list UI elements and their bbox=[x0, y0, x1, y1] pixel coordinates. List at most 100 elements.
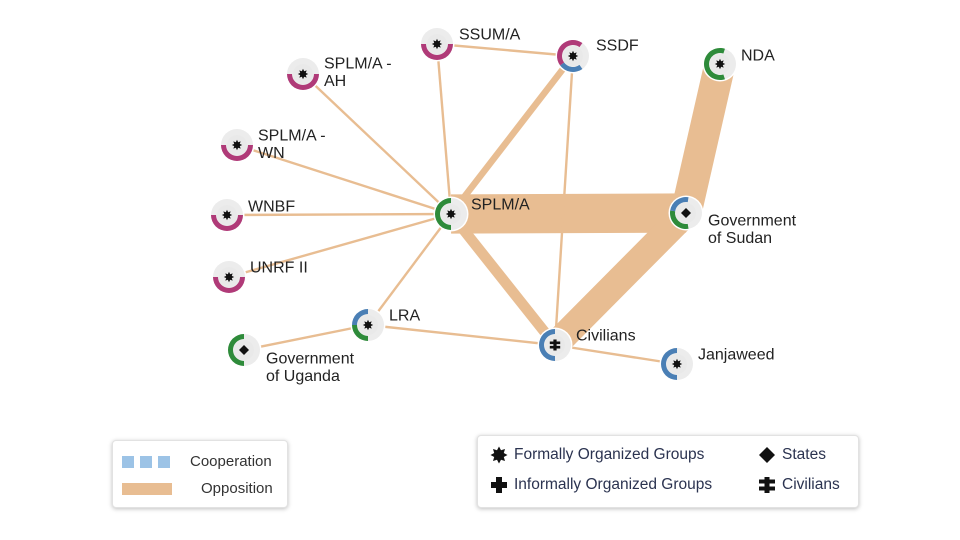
edge-government-of-sudan-civilians bbox=[545, 203, 696, 355]
informal-groups-label: Informally Organized Groups bbox=[514, 476, 713, 493]
node-label-line: SPLM/A - bbox=[258, 128, 326, 145]
node-nda[interactable]: NDA bbox=[702, 46, 776, 82]
legend-opposition: Opposition bbox=[122, 480, 273, 497]
node-label: SSDF bbox=[596, 38, 639, 55]
edge-splm-a-splm-a-wn bbox=[236, 143, 452, 216]
node-segment-green bbox=[704, 48, 725, 81]
node-label-line: of Sudan bbox=[708, 230, 772, 247]
node-segment-blue bbox=[670, 197, 689, 212]
edge-splm-a-unrf-ii bbox=[228, 212, 452, 279]
node-ssum-a[interactable]: SSUM/A bbox=[419, 26, 521, 62]
node-splm-a-wn[interactable]: SPLM/A -WN bbox=[219, 127, 326, 163]
node-segment-magenta bbox=[213, 277, 245, 293]
states-label: States bbox=[782, 446, 826, 463]
node-label-line: UNRF II bbox=[250, 260, 308, 277]
node-segment-blue bbox=[560, 62, 583, 72]
actor-type-legend: Formally Organized Groups Informally Org… bbox=[477, 435, 859, 508]
civilians-icon bbox=[549, 339, 561, 351]
node-segment-blue bbox=[539, 329, 555, 361]
node-label-line: Janjaweed bbox=[698, 347, 775, 364]
star-icon bbox=[714, 58, 726, 70]
node-segment-magenta bbox=[287, 74, 319, 90]
star-icon bbox=[567, 50, 579, 62]
node-segment-magenta bbox=[221, 145, 253, 161]
edge-splm-a-ssum-a bbox=[435, 43, 453, 215]
star-icon bbox=[445, 208, 457, 220]
node-label-line: LRA bbox=[389, 308, 420, 325]
edge-ssdf-civilians bbox=[553, 55, 575, 346]
opposition-swatch bbox=[122, 482, 172, 495]
node-label-line: WN bbox=[258, 145, 285, 162]
star-icon bbox=[490, 446, 508, 464]
node-label: Janjaweed bbox=[698, 347, 775, 364]
formal-groups-label: Formally Organized Groups bbox=[514, 446, 705, 463]
node-label: SPLM/A -WN bbox=[258, 128, 326, 163]
node-segment-green bbox=[228, 334, 244, 366]
edge-civilians-janjaweed bbox=[554, 343, 678, 366]
node-label: UNRF II bbox=[250, 260, 308, 277]
node-ssdf[interactable]: SSDF bbox=[555, 38, 639, 74]
node-label-line: SSUM/A bbox=[459, 27, 521, 44]
node-label: SPLM/A bbox=[471, 197, 530, 214]
node-label-line: SSDF bbox=[596, 38, 639, 55]
node-label: LRA bbox=[389, 308, 420, 325]
node-label: SPLM/A -AH bbox=[324, 56, 392, 91]
node-label-line: SPLM/A - bbox=[324, 56, 392, 73]
node-label: Civilians bbox=[576, 328, 636, 345]
edge-splm-a-government-of-sudan bbox=[450, 193, 687, 234]
star-icon bbox=[221, 209, 233, 221]
node-wnbf[interactable]: WNBF bbox=[209, 197, 296, 233]
node-label-line: Government bbox=[708, 213, 797, 230]
node-segment-green bbox=[352, 325, 368, 341]
node-splm-a-ah[interactable]: SPLM/A -AH bbox=[285, 56, 392, 92]
star-icon bbox=[231, 139, 243, 151]
node-label-line: WNBF bbox=[248, 199, 295, 216]
edge-splm-a-wnbf bbox=[226, 212, 452, 217]
node-label-line: NDA bbox=[741, 48, 775, 65]
opposition-label: Opposition bbox=[201, 480, 273, 497]
civilians-label: Civilians bbox=[782, 476, 840, 493]
civilians-icon bbox=[759, 477, 775, 493]
node-segment-blue bbox=[661, 348, 677, 380]
star-icon bbox=[362, 319, 374, 331]
node-label: WNBF bbox=[248, 199, 295, 216]
node-segment-blue bbox=[352, 309, 368, 325]
legend-informal-groups: Informally Organized Groups bbox=[490, 476, 712, 494]
node-label: SSUM/A bbox=[459, 27, 521, 44]
cooperation-swatch bbox=[122, 455, 172, 468]
legend-states: States bbox=[758, 446, 826, 464]
node-lra[interactable]: LRA bbox=[350, 307, 421, 343]
edge-layer bbox=[226, 42, 736, 366]
node-janjaweed[interactable]: Janjaweed bbox=[659, 346, 775, 382]
legend-cooperation: Cooperation bbox=[122, 453, 272, 470]
legend-civilians: Civilians bbox=[758, 476, 840, 494]
node-label-line: Civilians bbox=[576, 328, 636, 345]
node-civilians[interactable]: Civilians bbox=[537, 327, 636, 363]
diamond-icon bbox=[759, 447, 775, 463]
node-label-line: Government bbox=[266, 351, 355, 368]
star-icon bbox=[671, 358, 683, 370]
edge-lra-civilians bbox=[367, 323, 556, 347]
node-label: NDA bbox=[741, 48, 775, 65]
diamond-icon bbox=[239, 345, 249, 355]
edge-splm-a-lra bbox=[367, 213, 452, 326]
edge-splm-a-civilians bbox=[446, 210, 560, 349]
node-segment-magenta bbox=[421, 44, 453, 60]
node-unrf-ii[interactable]: UNRF II bbox=[211, 259, 308, 295]
node-label-line: SPLM/A bbox=[471, 197, 530, 214]
node-segment-green bbox=[669, 210, 689, 229]
node-splm-a[interactable]: SPLM/A bbox=[433, 196, 531, 232]
diamond-icon bbox=[681, 208, 691, 218]
node-segment-green bbox=[435, 198, 451, 230]
edge-type-legend: Cooperation Opposition bbox=[112, 440, 288, 508]
edge-ssum-a-ssdf bbox=[436, 42, 574, 58]
edge-splm-a-ssdf bbox=[448, 54, 576, 216]
star-icon bbox=[431, 38, 443, 50]
edge-nda-government-of-sudan bbox=[670, 60, 736, 217]
edge-lra-government-of-uganda bbox=[243, 323, 369, 352]
